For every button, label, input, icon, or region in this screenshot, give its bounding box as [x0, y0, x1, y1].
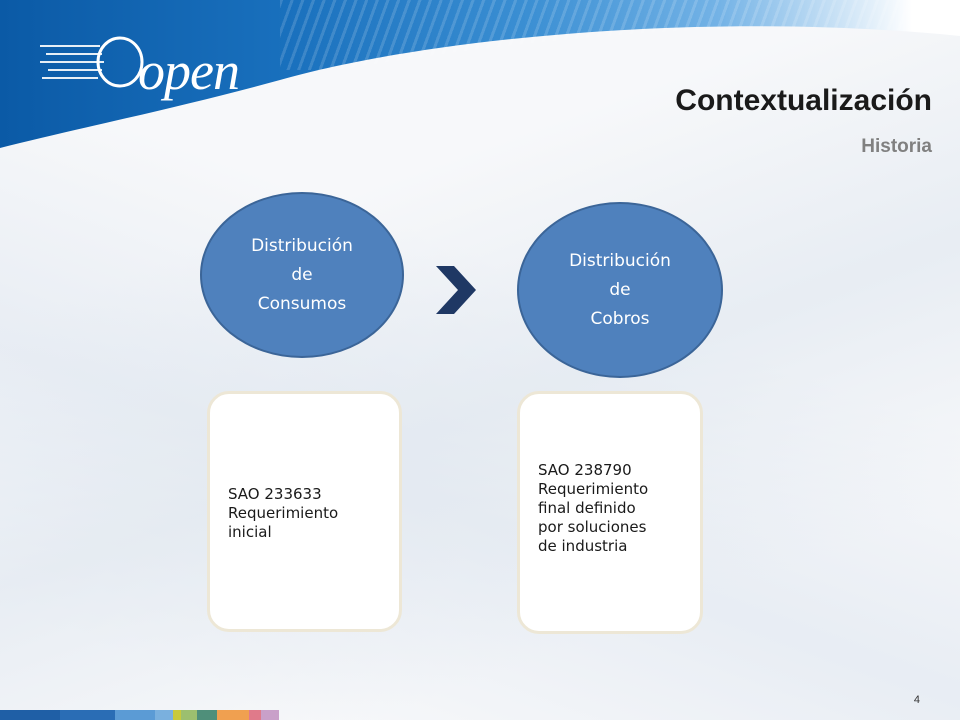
requirement-card-text: SAO 238790 Requerimiento final definido … [538, 461, 649, 555]
requirement-card-initial: SAO 233633 Requerimiento inicial [207, 391, 402, 632]
logo-lines-icon [40, 36, 144, 88]
step-consumos-circle: Distribución de Consumos [200, 192, 404, 358]
footer-color-bar [0, 710, 279, 720]
requirement-card-text: SAO 233633 Requerimiento inicial [228, 485, 339, 541]
page-title: Contextualización [675, 84, 932, 117]
requirement-card-final: SAO 238790 Requerimiento final definido … [517, 391, 703, 634]
chevron-right-icon [436, 266, 476, 314]
step-cobros-circle: Distribución de Cobros [517, 202, 723, 378]
logo: open [40, 20, 270, 101]
page-number: 4 [913, 694, 920, 706]
page-subtitle: Historia [861, 136, 932, 157]
logo-text: open [138, 41, 240, 101]
step-consumos-label: Distribución de Consumos [251, 235, 353, 314]
step-cobros-label: Distribución de Cobros [569, 250, 671, 329]
